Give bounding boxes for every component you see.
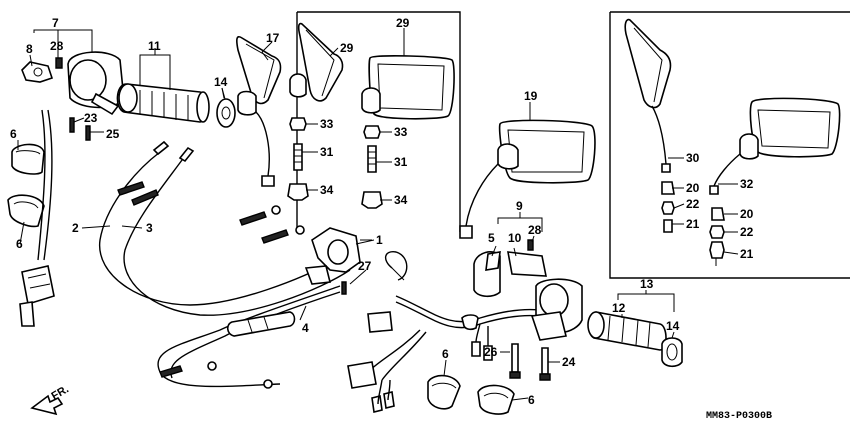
callout-5: 5 xyxy=(488,231,495,245)
callout-22: 22 xyxy=(740,225,754,239)
diagram-code: MM83-P0300B xyxy=(706,411,772,422)
callout-14: 14 xyxy=(214,75,228,89)
callout-26: 26 xyxy=(484,345,498,359)
callout-4: 4 xyxy=(302,321,309,335)
callout-33: 33 xyxy=(394,125,408,139)
front-direction-label: FR. xyxy=(50,383,71,402)
callout-30: 30 xyxy=(686,151,700,165)
callout-2: 2 xyxy=(72,221,79,235)
throttle-group xyxy=(7,29,236,327)
right-switch-housing xyxy=(473,212,583,341)
switch-harness xyxy=(347,295,541,413)
callout-6: 6 xyxy=(528,393,535,407)
callout-12: 12 xyxy=(612,301,626,315)
callout-3: 3 xyxy=(146,221,153,235)
callout-6: 6 xyxy=(10,127,17,141)
callout-8: 8 xyxy=(26,42,33,56)
callout-25: 25 xyxy=(106,127,120,141)
callout-13: 13 xyxy=(640,277,654,291)
callout-28: 28 xyxy=(528,223,542,237)
callout-32: 32 xyxy=(740,177,754,191)
callout-6: 6 xyxy=(16,237,23,251)
leader-lines xyxy=(17,28,739,401)
throttle-cables xyxy=(81,140,351,316)
callout-31: 31 xyxy=(394,155,408,169)
callout-11: 11 xyxy=(148,39,161,53)
callout-21: 21 xyxy=(686,217,700,231)
callout-23: 23 xyxy=(84,111,98,125)
mirror-variant-parts xyxy=(287,22,455,209)
right-mirror xyxy=(459,102,596,239)
callout-27: 27 xyxy=(358,259,372,273)
callout-21: 21 xyxy=(740,247,754,261)
clutch-lever-bracket xyxy=(304,227,408,295)
callout-29: 29 xyxy=(396,16,410,30)
callout-33: 33 xyxy=(320,117,334,131)
callout-22: 22 xyxy=(686,197,700,211)
callout-34: 34 xyxy=(320,183,334,197)
option-mirrors xyxy=(624,18,841,266)
callout-34: 34 xyxy=(394,193,408,207)
callout-24: 24 xyxy=(562,355,576,369)
front-direction-arrow xyxy=(30,394,64,416)
callout-14: 14 xyxy=(666,319,680,333)
callout-20: 20 xyxy=(740,207,754,221)
callout-17: 17 xyxy=(266,31,280,45)
callout-28: 28 xyxy=(50,39,64,53)
callout-labels: 7 8 28 11 17 14 23 25 6 6 2 3 29 29 33 3… xyxy=(10,16,754,407)
option-mirror-panel xyxy=(609,11,850,279)
right-grip xyxy=(587,290,683,368)
callout-31: 31 xyxy=(320,145,334,159)
callout-10: 10 xyxy=(508,231,522,245)
clutch-cable xyxy=(157,285,341,389)
callout-6: 6 xyxy=(442,347,449,361)
lower-fasteners xyxy=(427,343,551,415)
callout-19: 19 xyxy=(524,89,538,103)
left-mirror xyxy=(236,35,282,187)
callout-1: 1 xyxy=(376,233,383,247)
callout-7: 7 xyxy=(52,16,59,30)
callout-29: 29 xyxy=(340,41,354,55)
callout-9: 9 xyxy=(516,199,523,213)
callout-20: 20 xyxy=(686,181,700,195)
